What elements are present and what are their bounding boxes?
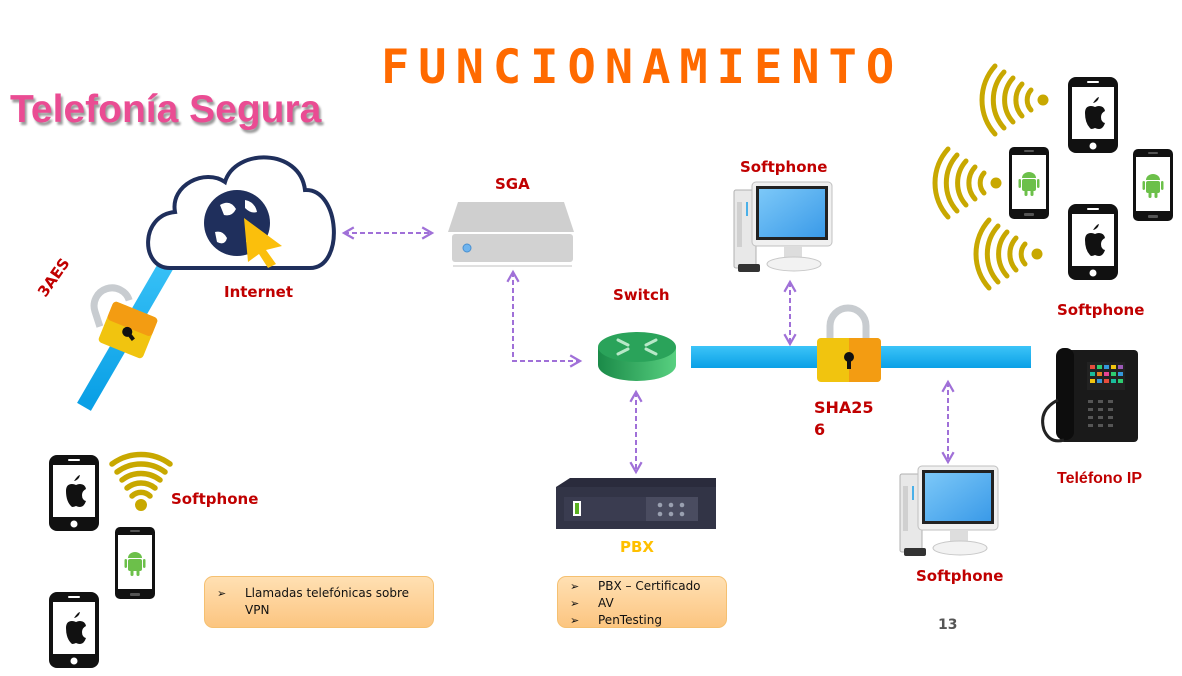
android-phone-icon [1009,147,1049,219]
arrow-bullet-icon: ➢ [570,597,580,610]
sga-label: SGA [495,175,530,193]
pbx-note-item: ➢PenTesting [570,613,662,627]
pbx-note: ➢PBX – Certificado ➢AV ➢PenTesting [557,576,727,628]
iphone-icon [49,592,99,668]
iphone-icon [1068,77,1118,153]
pbx-note-item: ➢PBX – Certificado [570,579,701,593]
internet-label: Internet [224,283,294,301]
cloud-globe-cursor-icon [146,155,336,270]
pbx-label: PBX [620,538,654,556]
softphone-desktop-top-label: Softphone [740,158,828,176]
bus-padlock-icon [817,304,881,382]
iphone-icon [1068,204,1118,280]
android-phone-icon [1133,149,1173,221]
softphone-desktop-bottom-label: Softphone [916,567,1004,585]
left-padlock-icon [90,284,158,359]
arrow-bullet-icon: ➢ [570,614,580,627]
arrow-bullet-icon: ➢ [217,587,227,600]
slide-subtitle: Telefonía Segura [10,88,322,131]
softphone-mobile-right-label: Softphone [1057,301,1145,319]
slide-title: FUNCIONAMIENTO [381,40,904,95]
connector-sga-switch [506,269,583,368]
mobile-phones-right [935,66,1173,288]
android-phone-icon [115,527,155,599]
iphone-icon [49,455,99,531]
ip-desk-phone-icon [1041,348,1138,443]
desktop-computer-icon-bottom [899,465,999,557]
page-number: 13 [938,617,958,633]
arrow-bullet-icon: ➢ [570,580,580,593]
sha256-label-line1: SHA25 [814,398,874,417]
sga-server-icon [448,202,574,267]
wifi-icon [976,220,1042,288]
vpn-note: ➢Llamadas telefónicas sobre VPN [204,576,434,628]
softphone-mobile-left-label: Softphone [171,490,259,508]
desktop-computer-icon-top [733,181,833,273]
vpn-note-item: ➢Llamadas telefónicas sobre VPN [217,586,410,617]
wifi-icon [935,149,1001,217]
mobile-phones-left [49,451,173,668]
wifi-icon [982,66,1048,134]
switch-icon [598,332,676,381]
switch-label: Switch [613,286,670,304]
pbx-icon [556,478,716,529]
sha256-label-line2: 6 [814,420,826,439]
pbx-note-item: ➢AV [570,596,614,610]
ip-phone-label: Teléfono IP [1057,470,1143,487]
wifi-icon [109,451,173,511]
